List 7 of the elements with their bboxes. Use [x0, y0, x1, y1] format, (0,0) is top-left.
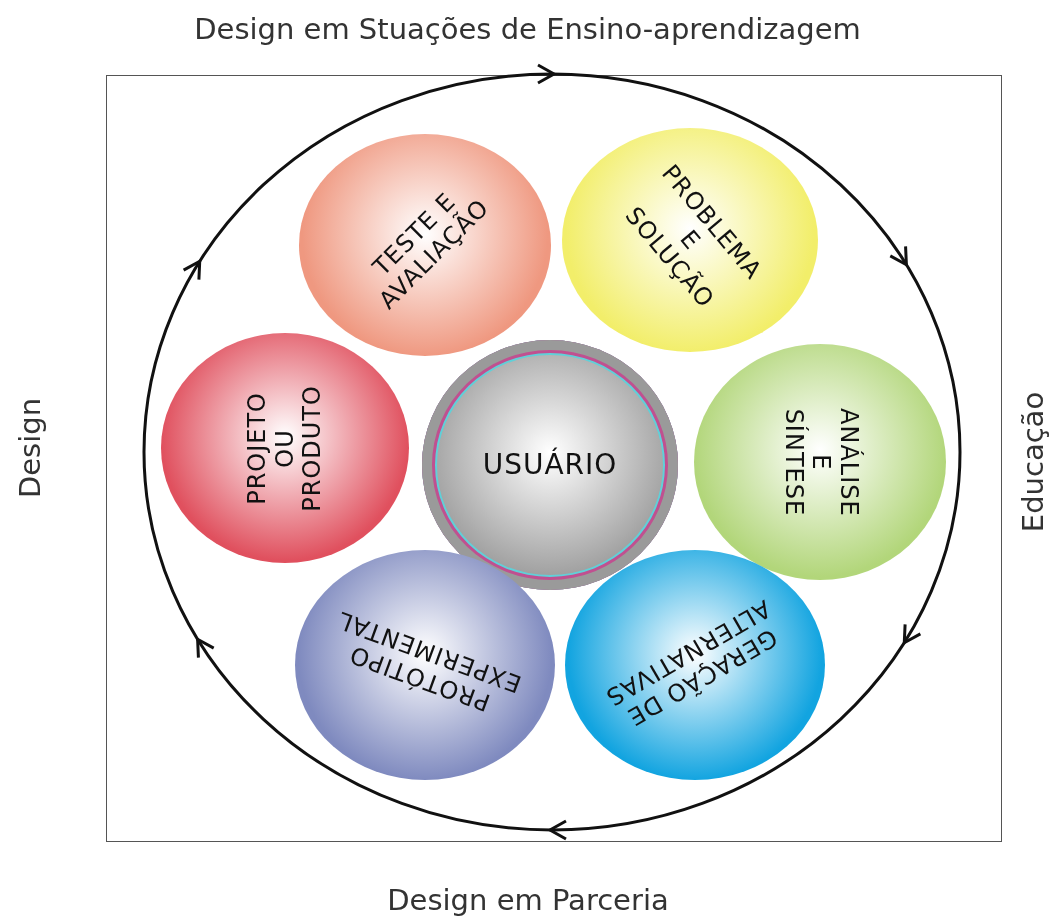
stage-label: ANÁLISE E SÍNTESE	[778, 407, 862, 517]
side-label: Design em Parceria	[387, 883, 669, 917]
side-label: Design	[13, 397, 47, 499]
side-label: Educação	[1016, 391, 1050, 533]
stage-label: USUÁRIO	[482, 448, 618, 482]
diagram-title: Design em Stuações de Ensino-aprendizagem	[193, 12, 862, 46]
stage-label: PROJETO OU PRODUTO	[243, 384, 327, 512]
